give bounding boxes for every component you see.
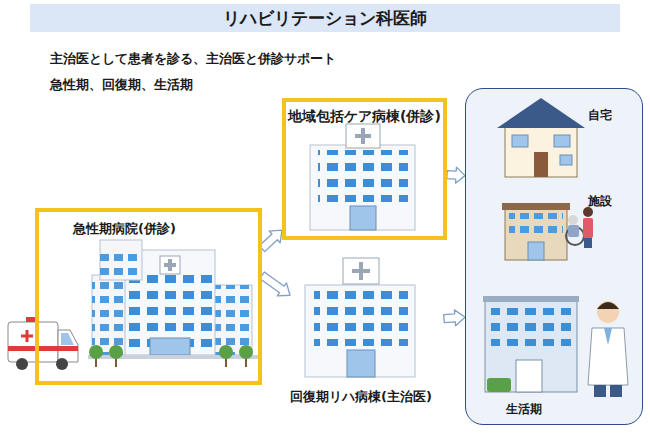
block-arrow [260,272,290,296]
node-label: 施設 [588,193,612,210]
ward-box: 地域包括ケア病棟(併診) [282,98,447,240]
note-text: 主治医として患者を診る、主治医と併診サポート [50,50,336,68]
door [528,242,544,260]
doctor-head [597,301,619,323]
clinic-windows [491,308,571,346]
building-body [310,145,415,230]
title-band: リハビリテーション科医師 [30,4,620,32]
clinic-illustration [483,296,628,397]
hospital-box: 急性期病院(併診) [35,208,262,385]
block-arrow [444,310,465,326]
tree [109,345,123,359]
block-arrow [447,167,465,183]
entrance [150,338,190,355]
node-label: 回復期リハ病棟(主治医) [290,388,432,406]
house-illustration [497,98,585,177]
hospital-sign [160,256,180,274]
community-panel: 自宅施設生活期 [465,88,643,425]
window [560,155,572,165]
cross-symbol [164,259,176,271]
building-windows [314,290,408,346]
carer-legs [584,238,592,248]
ward-node: 回復期リハ病棟(主治医) [290,250,444,406]
facility-roof [502,203,570,210]
ward-building [305,258,415,377]
wheel [16,358,28,370]
clinic-roof [483,296,579,302]
facility-body [505,208,567,260]
building-windows [318,150,408,202]
doctor-tie [604,328,612,345]
note-text: 急性期、回復期、生活期 [50,76,193,94]
house-wall [505,125,577,177]
node-label: 自宅 [588,107,612,124]
title: リハビリテーション科医師 [223,7,427,30]
door [347,350,375,377]
patient-body [568,225,579,237]
ambulance-stripe [8,346,78,351]
cross-symbol [355,128,371,144]
ambulance-window [61,333,74,345]
hospital-windows [100,248,142,278]
doctor-leg [610,385,622,397]
panel-ground [465,88,643,425]
ambulance-body [8,322,58,362]
door [516,360,542,392]
house-roof [497,98,585,128]
door [534,152,548,177]
tree [89,345,103,359]
node-label: 地域包括ケア病棟(併診) [288,108,441,126]
hospital-tower [100,240,142,280]
tree [239,345,253,359]
wheel [56,358,68,370]
node-label: 急性期病院(併診) [73,220,176,238]
door [350,206,376,230]
cross-symbol [21,330,33,342]
node-label: 生活期 [506,401,542,418]
hospital-windows [210,285,252,355]
cross-symbol [352,262,370,280]
tree [219,345,233,359]
doctor-coat [588,328,628,385]
carer-head [583,207,593,217]
window [554,135,570,147]
hospital-windows [125,268,215,355]
facility-windows [509,213,563,237]
window [512,135,528,147]
ward-building [310,124,415,230]
hospital-wing [210,285,252,355]
carer-body [583,218,593,238]
doctor-hair [597,302,619,309]
facility-illustration [502,203,593,260]
clinic-body [485,300,577,392]
building-sign [346,124,380,148]
block-arrow [259,230,282,252]
tree-trunks [96,359,246,367]
building-sign [343,258,379,284]
patient-head [568,215,578,225]
doctor-leg [594,385,606,397]
ambulance-illustration [8,317,78,370]
hospital-illustration [88,240,258,367]
hedge [487,378,511,392]
building-body [305,285,415,377]
